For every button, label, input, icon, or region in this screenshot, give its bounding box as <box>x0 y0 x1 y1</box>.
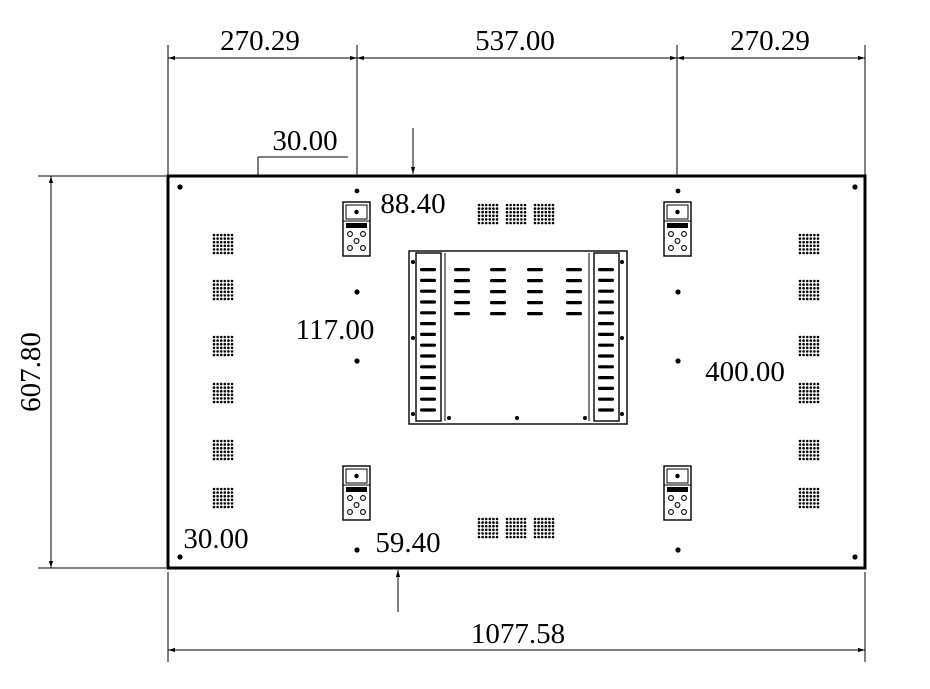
vent-group <box>798 335 820 357</box>
dim-bracket-spacing: 400.00 <box>705 356 785 388</box>
vent-group <box>212 279 234 301</box>
bracket <box>663 201 692 257</box>
bracket <box>663 465 692 521</box>
dim-lower-bottom-offset: 59.40 <box>375 527 440 559</box>
mounting-holes <box>354 188 681 553</box>
corner-holes <box>177 184 858 560</box>
mounting-brackets <box>342 201 692 521</box>
vent-group <box>505 517 527 539</box>
vent-group <box>798 382 820 404</box>
slot-array <box>420 268 614 412</box>
vent-group <box>533 517 555 539</box>
vent-group <box>477 517 499 539</box>
vent-group <box>212 382 234 404</box>
bracket <box>342 465 371 521</box>
vent-group <box>212 487 234 509</box>
dim-top-right: 270.29 <box>730 25 810 57</box>
dim-upper-edge-offset: 30.00 <box>272 125 337 157</box>
dim-top-left: 270.29 <box>220 25 300 57</box>
dim-hole-spacing: 117.00 <box>296 314 375 346</box>
vent-group <box>798 439 820 461</box>
dim-lower-edge-offset: 30.00 <box>183 523 248 555</box>
vent-group <box>505 203 527 225</box>
vent-group <box>212 233 234 255</box>
vent-group <box>798 279 820 301</box>
vent-group <box>212 335 234 357</box>
center-plate <box>408 250 628 425</box>
vent-group <box>533 203 555 225</box>
dim-upper-top-offset: 88.40 <box>380 188 445 220</box>
bracket <box>342 201 371 257</box>
vent-group <box>212 439 234 461</box>
vent-group <box>798 487 820 509</box>
dim-top-center: 537.00 <box>475 25 555 57</box>
vent-group <box>477 203 499 225</box>
vent-group <box>798 233 820 255</box>
dim-overall-height: 607.80 <box>15 332 47 412</box>
dim-overall-width: 1077.58 <box>471 618 565 650</box>
vent-hole-groups <box>212 203 820 539</box>
